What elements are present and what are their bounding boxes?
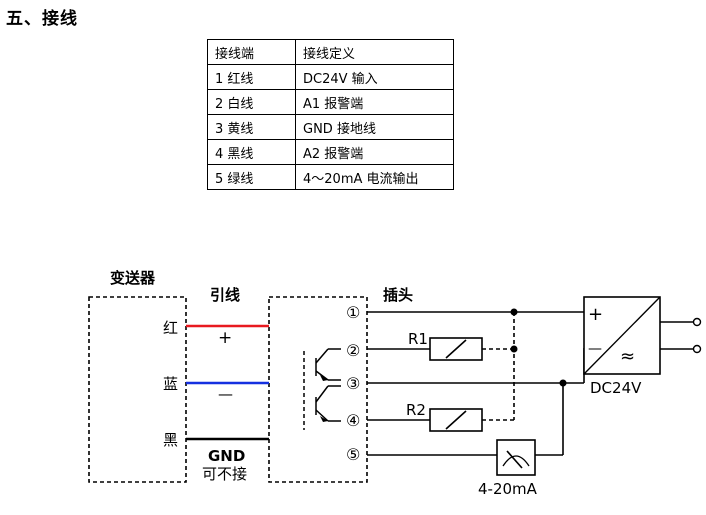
transmitter-box — [88, 296, 187, 483]
wire-red-label: 红 — [163, 319, 178, 337]
arrow-icon — [320, 375, 328, 422]
terminal-cell: 3 黄线 — [207, 114, 296, 140]
power-supply — [583, 296, 661, 375]
table-row: 3 黄线 GND 接地线 — [207, 114, 454, 140]
transistor-icon — [303, 348, 341, 430]
meter-label: 4-20mA — [478, 480, 538, 498]
column-header-definition: 接线定义 — [295, 39, 454, 65]
wire-blue-label: 蓝 — [163, 375, 178, 393]
pin-4: ④ — [346, 411, 360, 430]
gnd-label: GND — [208, 447, 245, 465]
pin-5: ⑤ — [346, 445, 360, 464]
plug-box — [268, 296, 368, 483]
psu-minus-label: — — [588, 341, 602, 357]
r2-label: R2 — [406, 401, 426, 419]
output-terminal-2 — [692, 344, 702, 354]
output-terminal-1 — [692, 317, 702, 327]
terminal-cell: 5 绿线 — [207, 164, 296, 190]
definition-cell: DC24V 输入 — [295, 64, 454, 90]
definition-cell: 4～20mA 电流输出 — [295, 164, 454, 190]
circuit-lines — [367, 311, 694, 456]
wire-black-label: 黑 — [163, 431, 178, 449]
psu-plus-label: + — [588, 304, 603, 325]
definition-cell: GND 接地线 — [295, 114, 454, 140]
no-connect-label: 可不接 — [202, 465, 247, 483]
pin-1: ① — [346, 303, 360, 322]
section-heading: 五、接线 — [6, 9, 78, 29]
r1-label: R1 — [408, 330, 428, 348]
wiring-table: 接线端 接线定义 1 红线 DC24V 输入 2 白线 A1 报警端 3 黄线 … — [207, 39, 454, 190]
column-header-terminal: 接线端 — [207, 39, 296, 65]
psu-label: DC24V — [590, 379, 642, 397]
plug-label: 插头 — [383, 286, 413, 304]
table-row: 1 红线 DC24V 输入 — [207, 64, 454, 90]
pin-3: ③ — [346, 374, 360, 393]
relay-r2 — [429, 408, 483, 432]
relay-return-lines — [482, 312, 515, 421]
definition-cell: A2 报警端 — [295, 139, 454, 165]
minus-label: — — [218, 385, 233, 403]
terminal-cell: 1 红线 — [207, 64, 296, 90]
relay-r1 — [429, 337, 483, 361]
junction-dots — [510, 308, 567, 387]
lead-label: 引线 — [210, 286, 240, 304]
table-row: 5 绿线 4～20mA 电流输出 — [207, 164, 454, 190]
current-meter-icon — [496, 439, 536, 476]
pin-2: ② — [346, 341, 360, 360]
plus-label: + — [218, 328, 232, 348]
psu-ac-symbol: ≈ — [620, 346, 635, 367]
transmitter-label: 变送器 — [110, 269, 156, 287]
table-header-row: 接线端 接线定义 — [207, 39, 454, 65]
